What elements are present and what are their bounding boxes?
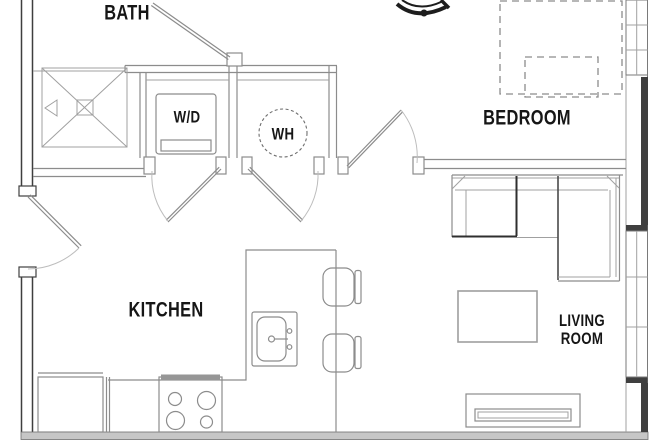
stove-cooktop: [158, 374, 223, 433]
bedroom-label: BEDROOM: [483, 106, 571, 130]
refrigerator: [37, 372, 104, 433]
bath-door: [150, 2, 231, 60]
tv-console: [465, 393, 581, 428]
sectional-sofa: [451, 174, 623, 282]
bedroom-door: [346, 109, 418, 169]
bedroom-window: [625, 0, 648, 76]
door-jambs: [143, 52, 425, 175]
living-room-label: LIVING ROOM: [558, 311, 606, 348]
interior-walls: [33, 64, 626, 178]
bath-label: BATH: [104, 1, 150, 25]
bar-stools: [322, 267, 362, 373]
kitchen-counters: [105, 249, 337, 432]
living-room-window: [625, 230, 648, 378]
ceiling-fixture-cropped: [395, 0, 451, 17]
coffee-table: [457, 290, 538, 343]
kitchen-sink: [251, 311, 298, 367]
kitchen-label: KITCHEN: [128, 298, 204, 322]
entry-door: [27, 194, 82, 270]
water-heater-label: WH: [271, 124, 295, 144]
water-heater-tank: [258, 108, 308, 158]
left-exterior-wall: [18, 0, 37, 432]
wh-closet-door: [247, 166, 319, 223]
wd-closet-door: [151, 166, 222, 223]
bed-dashed-outline: [499, 0, 623, 98]
washer-dryer-label: W/D: [173, 107, 201, 127]
shower-stall: [41, 67, 128, 148]
washer-dryer-unit: [155, 93, 217, 155]
bottom-exterior-wall: [20, 431, 649, 440]
